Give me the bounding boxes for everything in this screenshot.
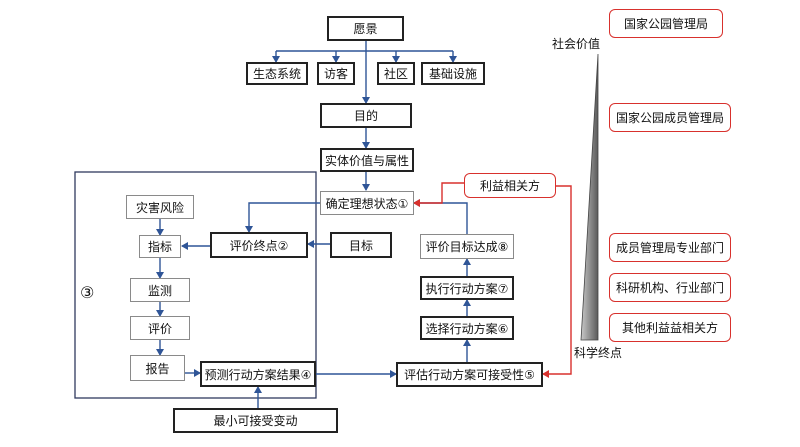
disaster-risk-label: 灾害风险 (135, 200, 184, 215)
entity-value-box: 实体价值与属性 (320, 148, 414, 172)
indicator-box: 指标 (139, 235, 181, 258)
dept-label: 成员管理局专业部门 (615, 241, 724, 255)
endpoint-box: 评价终点② (210, 232, 308, 258)
target-box: 目标 (330, 232, 392, 258)
science-endpoint-label: 科学终点 (574, 346, 623, 360)
social-value-wedge (580, 53, 599, 341)
ideal-state-label: 确定理想状态① (325, 196, 409, 211)
predict-box: 预测行动方案结果④ (200, 361, 316, 387)
assess-label: 评估行动方案可接受性⑤ (404, 368, 535, 382)
assess-box: 评估行动方案可接受性⑤ (396, 362, 543, 387)
research-box: 科研机构、行业部门 (609, 273, 731, 302)
achieve-label: 评价目标达成⑧ (425, 240, 509, 254)
target-label: 目标 (348, 238, 373, 253)
evaluate-box: 评价 (130, 316, 190, 340)
visitor-box: 访客 (317, 62, 355, 85)
min-change-box: 最小可接受变动 (173, 408, 338, 433)
monitor-label: 监测 (147, 283, 172, 298)
wish-box: 愿景 (327, 16, 404, 41)
execute-box: 执行行动方案⑦ (420, 276, 514, 300)
infrastructure-box: 基础设施 (421, 62, 485, 85)
research-label: 科研机构、行业部门 (615, 281, 724, 295)
purpose-label: 目的 (353, 109, 378, 123)
community-label: 社区 (383, 67, 408, 81)
stakeholder-box: 利益相关方 (464, 173, 556, 198)
monitor-box: 监测 (130, 278, 190, 302)
infrastructure-label: 基础设施 (428, 67, 477, 81)
region-number: ③ (80, 283, 95, 302)
social-value-label: 社会价值 (552, 37, 601, 51)
bureau-box: 国家公园管理局 (609, 9, 723, 38)
entity-value-label: 实体价值与属性 (324, 153, 409, 168)
member-bureau-box: 国家公园成员管理局 (609, 103, 731, 132)
endpoint-label: 评价终点② (229, 238, 289, 253)
purpose-box: 目的 (320, 103, 412, 128)
report-box: 报告 (130, 355, 185, 381)
execute-label: 执行行动方案⑦ (425, 281, 509, 296)
other-stakeholder-box: 其他利益益相关方 (609, 313, 731, 342)
ideal-state-box: 确定理想状态① (320, 191, 414, 215)
select-label: 选择行动方案⑥ (425, 321, 509, 336)
wish-label: 愿景 (353, 22, 378, 36)
evaluate-label: 评价 (147, 321, 172, 336)
other-stakeholder-label: 其他利益益相关方 (621, 321, 718, 335)
ecosystem-box: 生态系统 (246, 62, 308, 85)
community-box: 社区 (377, 62, 415, 85)
disaster-risk-box: 灾害风险 (126, 195, 194, 219)
select-box: 选择行动方案⑥ (420, 316, 514, 340)
predict-label: 预测行动方案结果④ (204, 367, 312, 382)
achieve-box: 评价目标达成⑧ (420, 234, 514, 259)
indicator-label: 指标 (147, 240, 172, 254)
bureau-label: 国家公园管理局 (623, 17, 708, 31)
stakeholder-label: 利益相关方 (479, 179, 540, 193)
dept-box: 成员管理局专业部门 (609, 233, 731, 262)
region-frame (74, 171, 317, 399)
report-label: 报告 (145, 361, 170, 376)
member-bureau-label: 国家公园成员管理局 (615, 111, 724, 125)
ecosystem-label: 生态系统 (252, 67, 301, 81)
min-change-label: 最小可接受变动 (213, 414, 298, 428)
visitor-label: 访客 (323, 67, 348, 81)
